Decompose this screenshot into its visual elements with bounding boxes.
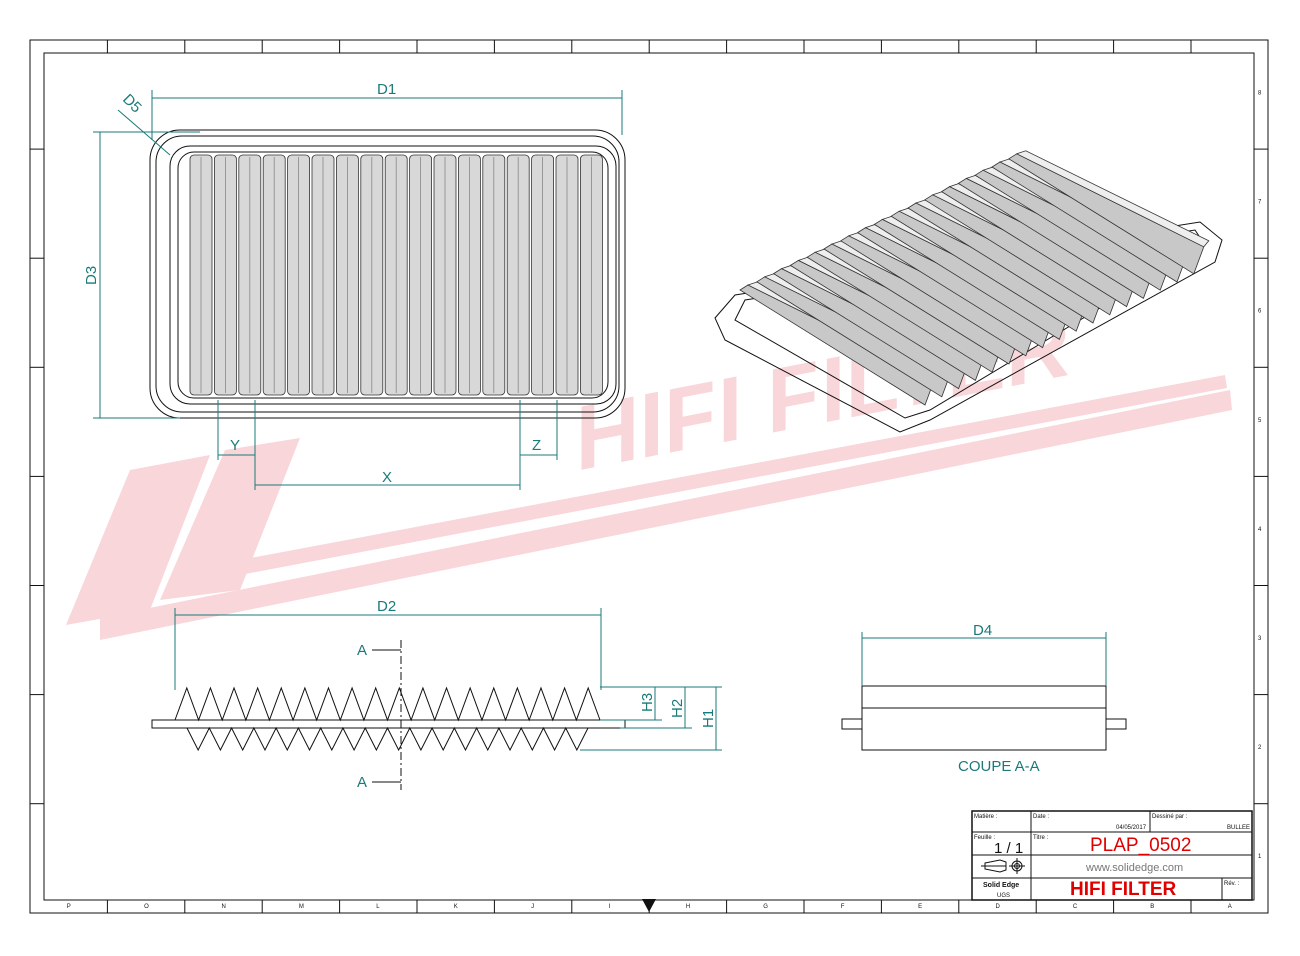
zone-row-label: 6 xyxy=(1258,309,1262,315)
dim-d4: D4 xyxy=(973,622,992,639)
zone-row-label: 3 xyxy=(1258,636,1262,642)
title-block: Matière : Date : 04/05/2017 Dessiné par … xyxy=(971,810,1253,901)
zone-column-label: C xyxy=(1073,904,1078,910)
zone-column-label: I xyxy=(609,904,611,910)
drawn-by-label: Dessiné par : xyxy=(1152,814,1188,820)
pleat-bottom xyxy=(186,726,589,752)
zone-row-label: 7 xyxy=(1258,200,1262,206)
center-mark-icon xyxy=(642,899,656,912)
zone-column-label: D xyxy=(996,904,1001,910)
dim-x: X xyxy=(382,469,392,486)
dim-d3: D3 xyxy=(83,266,100,285)
zone-column-label: H xyxy=(686,904,690,910)
section-marker-top: A xyxy=(357,642,367,659)
dim-d1: D1 xyxy=(377,81,396,98)
software: Solid Edge xyxy=(983,882,1019,889)
zone-column-label: A xyxy=(1228,904,1232,910)
zone-column-label: F xyxy=(841,904,845,910)
title-value: PLAP_0502 xyxy=(1090,835,1191,856)
website: www.solidedge.com xyxy=(1085,862,1183,874)
zone-column-label: O xyxy=(144,904,149,910)
isometric-view xyxy=(714,150,1223,433)
zone-column-label: M xyxy=(299,904,304,910)
sheet-label: Feuille : xyxy=(974,835,995,841)
zone-column-label: P xyxy=(67,904,71,910)
revision-label: Rév. : xyxy=(1224,881,1240,887)
zone-column-label: J xyxy=(531,904,534,910)
dim-y: Y xyxy=(230,437,240,454)
title-label: Titre : xyxy=(1033,835,1048,841)
zone-row-label: 8 xyxy=(1258,91,1262,97)
zone-row-label: 4 xyxy=(1258,527,1262,533)
side-view-dimensions: D2 H3 H2 H1 xyxy=(174,598,722,751)
top-view xyxy=(149,129,626,419)
zone-column-label: K xyxy=(454,904,458,910)
dim-h1: H1 xyxy=(700,709,717,728)
zone-column-label: G xyxy=(763,904,768,910)
top-view-dimensions: D1 D3 D5 Y Z X xyxy=(83,81,623,490)
zone-row-label: 1 xyxy=(1258,854,1262,860)
dim-d5: D5 xyxy=(119,91,145,117)
dim-h3: H3 xyxy=(639,693,656,712)
company-name: HIFI FILTER xyxy=(1070,879,1177,900)
dim-h2: H2 xyxy=(669,699,686,718)
drawn-by-value: BULLEE xyxy=(1227,825,1250,831)
date-label: Date : xyxy=(1033,814,1049,820)
side-view: A A xyxy=(151,640,626,791)
material-label: Matière : xyxy=(974,814,998,820)
zone-column-label: N xyxy=(222,904,226,910)
section-label: COUPE A-A xyxy=(958,758,1040,775)
section-view: D4 COUPE A-A xyxy=(841,622,1127,775)
projection-symbol-icon xyxy=(981,858,1025,874)
zone-row-label: 2 xyxy=(1258,745,1262,751)
zone-column-label: L xyxy=(376,904,380,910)
sheet-value: 1 / 1 xyxy=(994,840,1023,857)
zone-column-label: B xyxy=(1150,904,1154,910)
dim-z: Z xyxy=(532,437,541,454)
zone-markers: P O N M L K J I H G F E D C B A 8 7 6 5 4 3 2 1 xyxy=(30,40,1268,913)
date-value: 04/05/2017 xyxy=(1116,825,1147,831)
software-sub: UGS xyxy=(997,893,1010,899)
section-marker-bottom: A xyxy=(357,774,367,791)
zone-row-label: 5 xyxy=(1258,418,1262,424)
dim-d2: D2 xyxy=(377,598,396,615)
zone-column-label: E xyxy=(918,904,922,910)
